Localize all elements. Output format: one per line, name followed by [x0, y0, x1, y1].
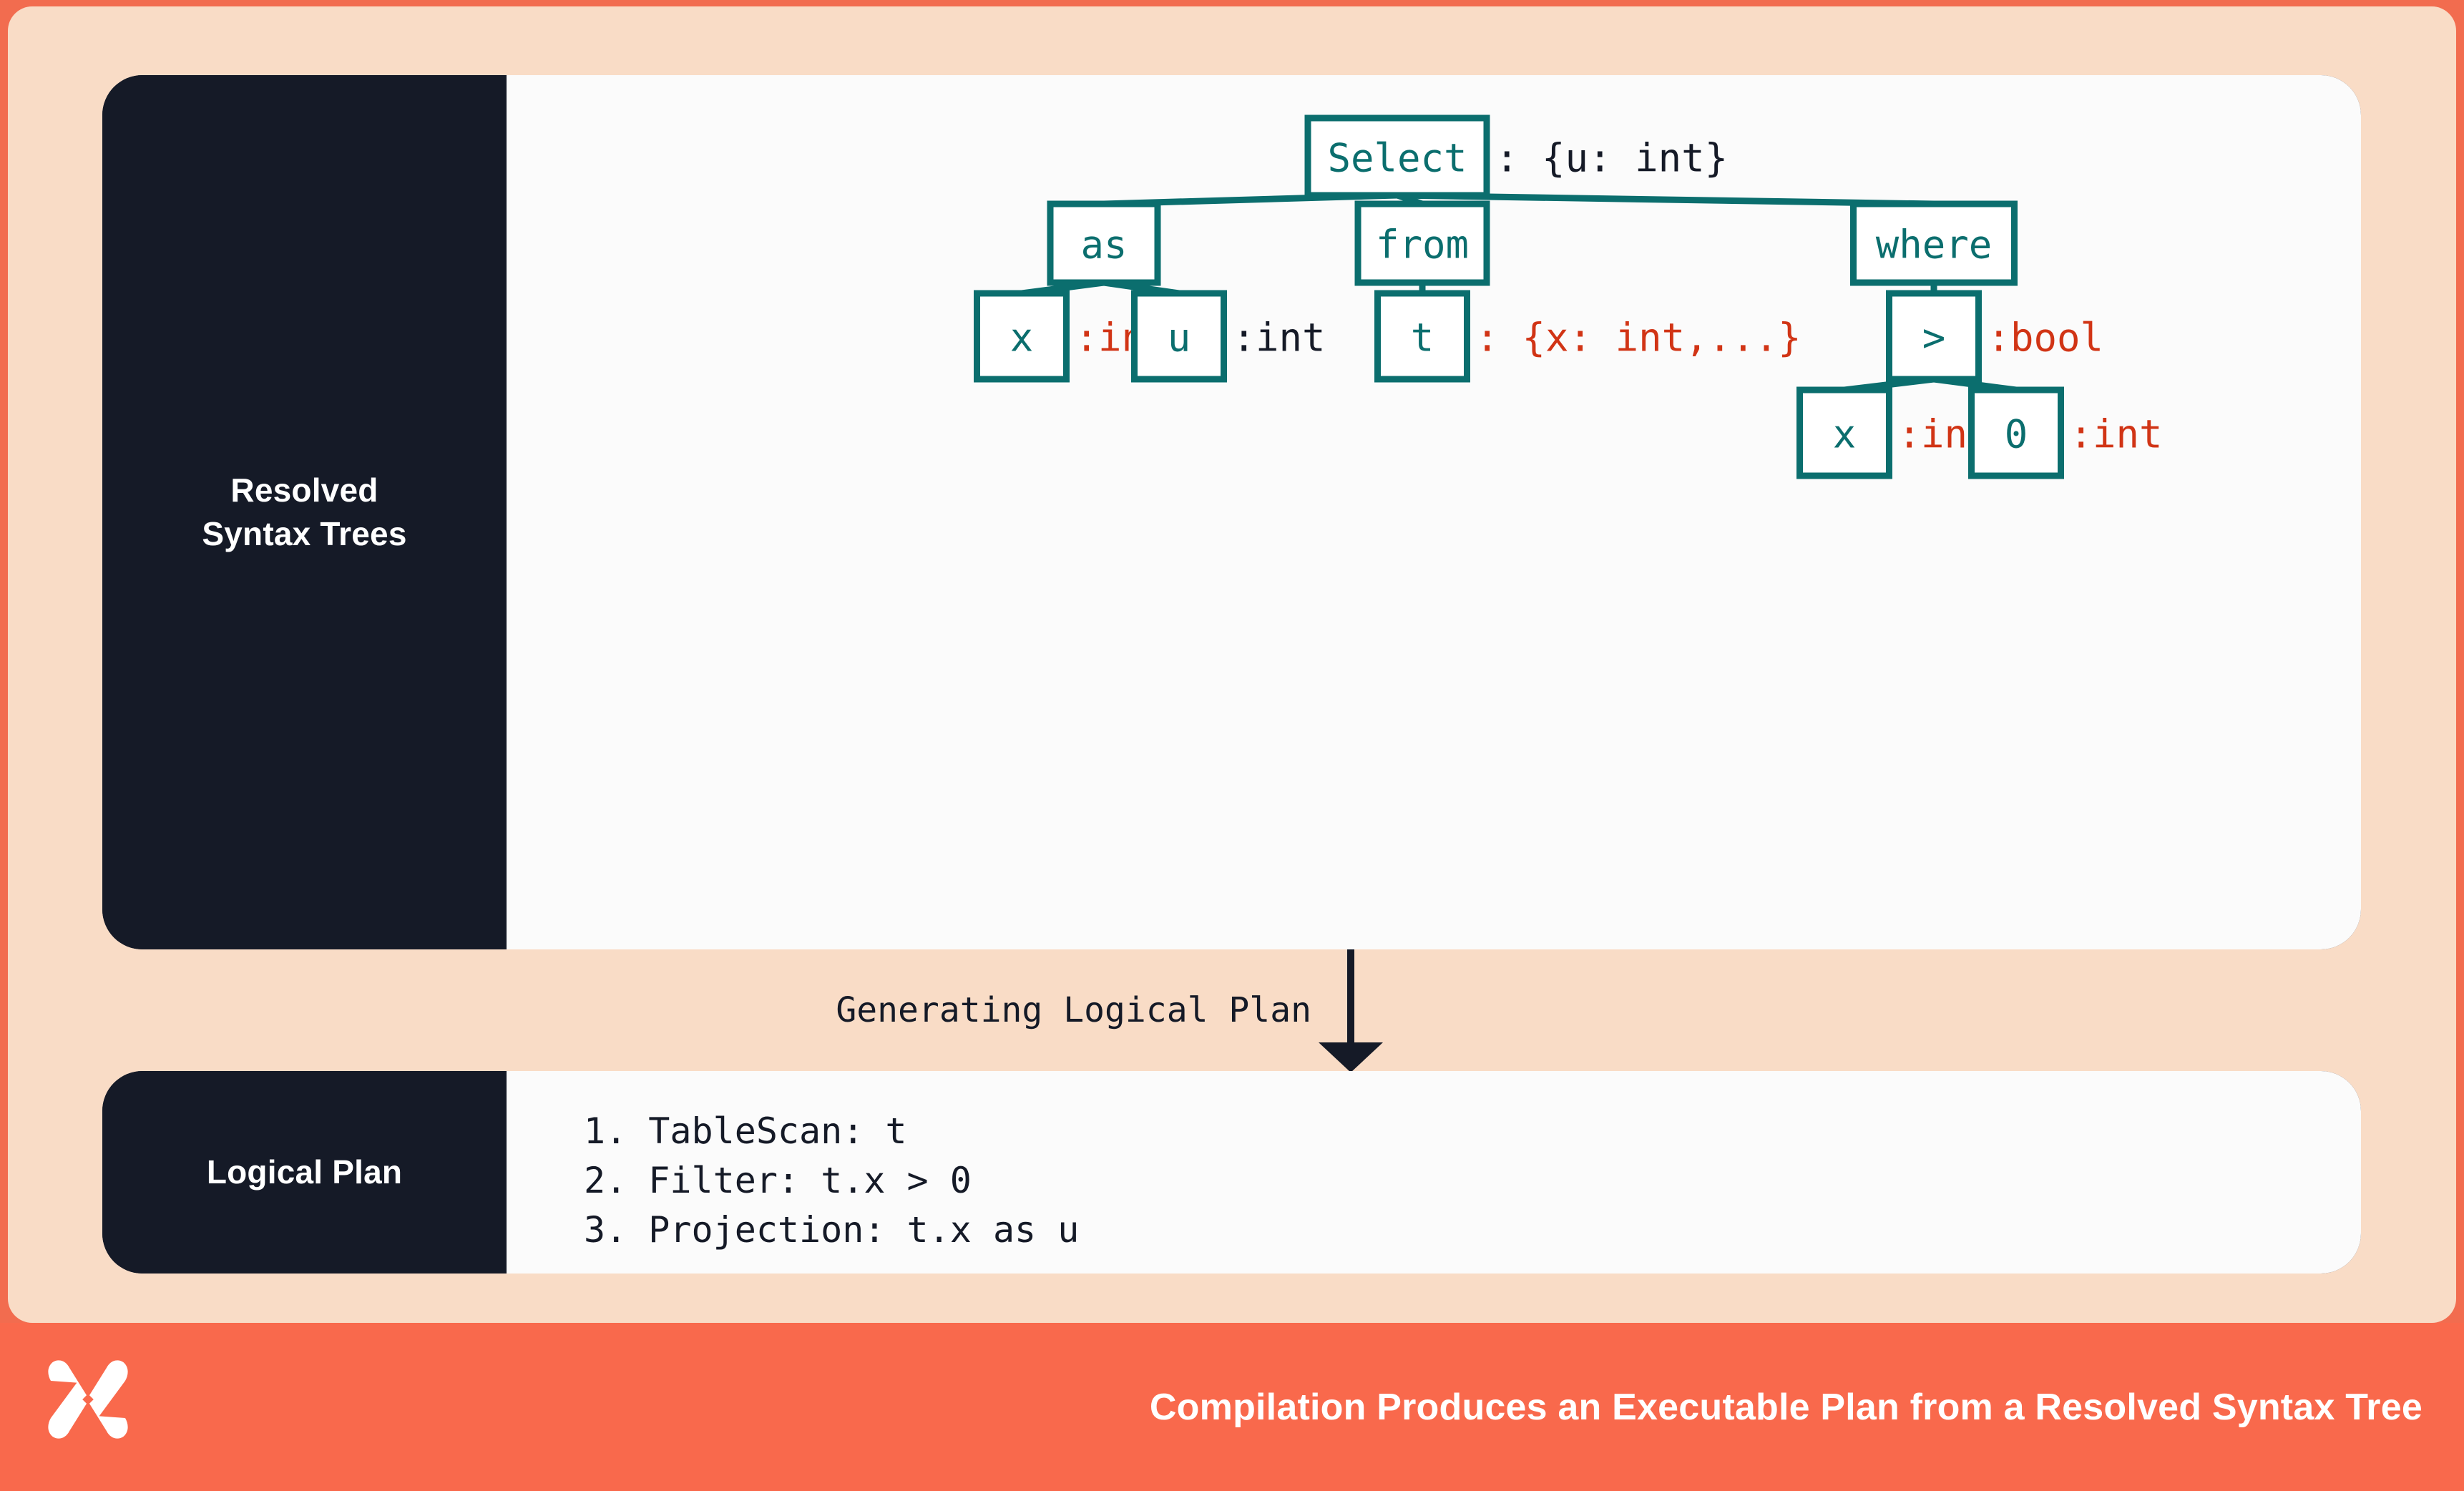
tree-node-label: t — [1411, 316, 1434, 361]
connector-generating-logical-plan: Generating Logical Plan — [102, 949, 2361, 1071]
tree-node-box — [1131, 290, 1227, 383]
section-trees-label-line2: Syntax Trees — [202, 515, 407, 552]
section-plan-label-text: Logical Plan — [206, 1153, 403, 1191]
section-logical-plan: Logical Plan 1. TableScan: t 2. Filter: t… — [102, 1071, 2361, 1274]
section-plan-label: Logical Plan — [102, 1071, 507, 1274]
connector-arrow-head — [1319, 1042, 1383, 1071]
tree-node-where[interactable]: where — [1850, 200, 2018, 286]
tree-node-label: x — [1833, 412, 1857, 457]
tree-node-gt[interactable]: > :bool — [1886, 290, 2104, 383]
tree-node-box — [1796, 386, 1892, 479]
tree-node-box — [1850, 200, 2018, 286]
tree-node-box — [1968, 386, 2064, 479]
logical-plan-step: 1. TableScan: t — [584, 1110, 907, 1152]
tree-node-select[interactable]: Select : {u: int} — [1304, 114, 1728, 199]
logical-plan-step: 3. Projection: t.x as u — [584, 1209, 1080, 1251]
tree-node-u1[interactable]: u :int — [1131, 290, 1326, 383]
tree-node-label: > — [1922, 316, 1946, 361]
tree-node-box — [1354, 200, 1490, 286]
tree-node-annotation: : {x: int,...} — [1476, 316, 1801, 361]
tree-node-from[interactable]: from — [1354, 200, 1490, 286]
logical-plan-panel: 1. TableScan: t 2. Filter: t.x > 0 3. Proj… — [507, 1071, 2361, 1274]
tree-node-annotation: :int — [1233, 316, 1326, 361]
tree-node-label: Select — [1327, 136, 1467, 181]
footer-caption: Compilation Produces an Executable Plan … — [1149, 1386, 2423, 1428]
tree-node-label: 0 — [2005, 412, 2028, 457]
tree-node-box — [974, 290, 1070, 383]
tree-node-label: as — [1080, 223, 1127, 268]
tree-node-annotation: :bool — [1988, 316, 2104, 361]
tree-node-as[interactable]: as — [1047, 200, 1161, 286]
tree-node-annotation: : {u: int} — [1495, 136, 1728, 181]
tree-node-zero[interactable]: 0 :int — [1968, 386, 2163, 479]
section-resolved-syntax-trees: Resolved Syntax Trees Select : {u: int} as… — [102, 75, 2361, 949]
tree-node-label: x — [1010, 316, 1034, 361]
section-trees-label-line1: Resolved — [230, 471, 378, 509]
tree-node-annotation: :int — [2070, 412, 2163, 457]
tree-node-label: where — [1876, 223, 1993, 268]
logical-plan-step: 2. Filter: t.x > 0 — [584, 1160, 972, 1201]
tree-node-box — [1047, 200, 1161, 286]
tree-node-box — [1886, 290, 1982, 383]
logical-plan-step-list: 1. TableScan: t 2. Filter: t.x > 0 3. Proj… — [584, 1107, 1079, 1255]
tree-node-x2[interactable]: x:int — [1796, 386, 1991, 479]
tree-node-t1[interactable]: t : {x: int,...} — [1374, 290, 1801, 383]
section-trees-label: Resolved Syntax Trees — [102, 75, 507, 949]
tree-node-label: from — [1376, 223, 1469, 268]
tree-node-box — [1304, 114, 1490, 199]
tree-node-label: u — [1168, 316, 1191, 361]
x-logo-icon — [48, 1360, 128, 1439]
tree-node-box — [1374, 290, 1470, 383]
footer-bar: Compilation Produces an Executable Plan … — [0, 1323, 2464, 1491]
connector-label-text: Generating Logical Plan — [836, 990, 1311, 1030]
